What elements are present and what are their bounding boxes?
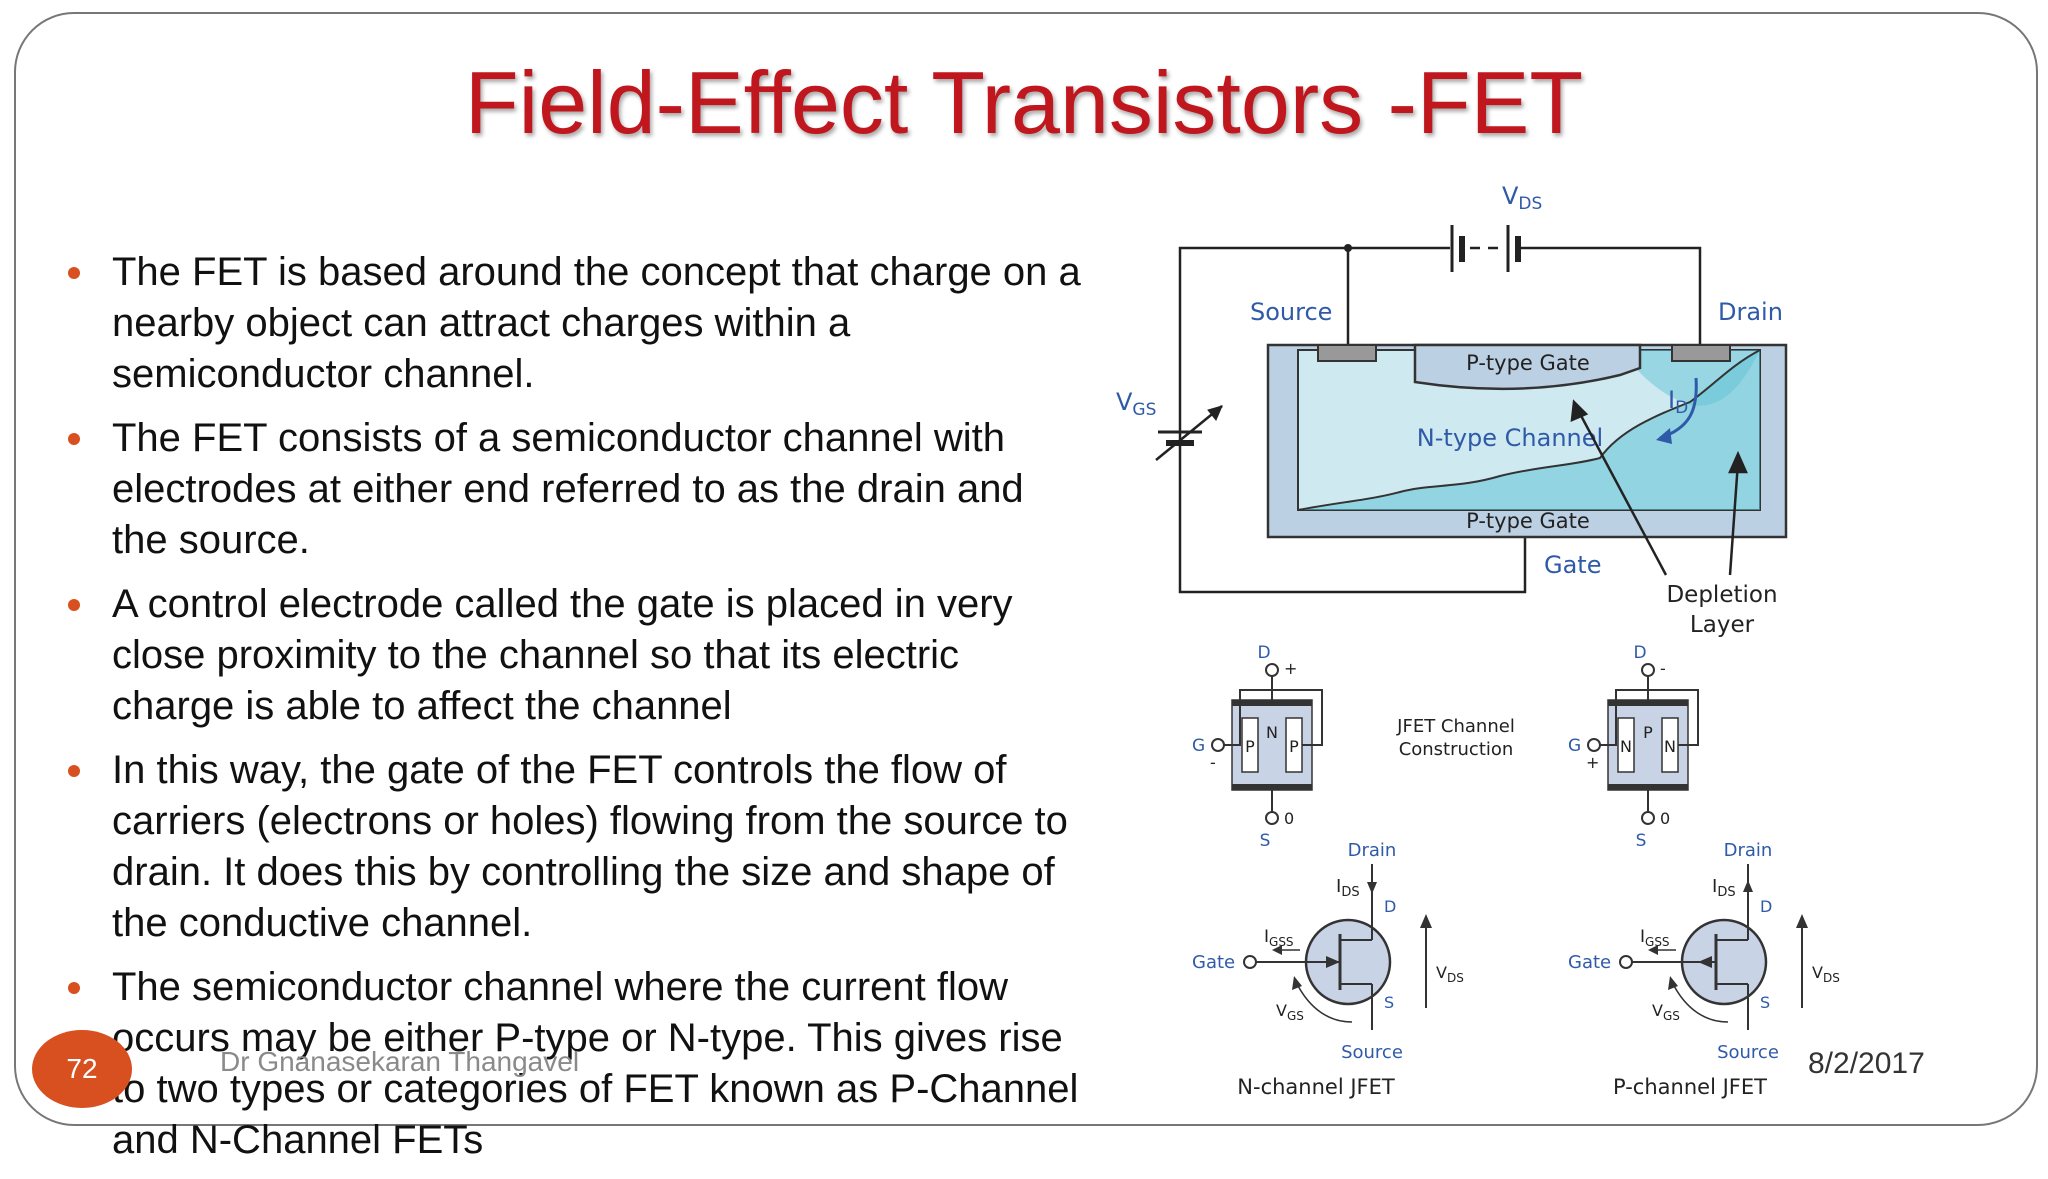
jfet-caption-line2: Construction — [1399, 739, 1514, 760]
bullet-item: A control electrode called the gate is p… — [60, 579, 1090, 732]
svg-text:-: - — [1210, 753, 1216, 772]
depletion-label-line2: Layer — [1690, 612, 1755, 638]
bullet-text: The FET consists of a semiconductor chan… — [112, 416, 1024, 562]
p-type-gate-top — [1413, 343, 1642, 391]
p-type-gate-bottom-label: P-type Gate — [1466, 509, 1590, 533]
svg-text:S: S — [1636, 831, 1647, 851]
n-channel-caption: N-channel JFET — [1237, 1075, 1395, 1099]
svg-text:VGS: VGS — [1652, 1001, 1680, 1023]
bullet-list: The FET is based around the concept that… — [60, 247, 1090, 1179]
svg-text:IGSS: IGSS — [1640, 927, 1670, 949]
svg-text:Source: Source — [1717, 1042, 1779, 1063]
bullet-text: A control electrode called the gate is p… — [112, 582, 1013, 728]
svg-text:N: N — [1664, 737, 1676, 756]
depletion-region-right — [1620, 350, 1760, 406]
bullet-dot-icon — [68, 599, 80, 611]
source-contact — [1317, 344, 1377, 362]
svg-text:Drain: Drain — [1348, 840, 1397, 861]
vds-label: VDS — [1502, 182, 1542, 214]
depletion-region-bottom — [1298, 350, 1760, 510]
p-type-gate-top-label: P-type Gate — [1466, 351, 1590, 375]
svg-text:N: N — [1266, 723, 1278, 742]
svg-text:S: S — [1384, 993, 1394, 1012]
bullet-text: In this way, the gate of the FET control… — [112, 748, 1068, 945]
svg-text:0: 0 — [1284, 809, 1294, 828]
svg-text:Gate: Gate — [1568, 952, 1611, 973]
svg-text:P: P — [1245, 737, 1255, 756]
svg-text:0: 0 — [1660, 809, 1670, 828]
svg-text:Source: Source — [1341, 1042, 1403, 1063]
svg-text:VDS: VDS — [1436, 963, 1464, 985]
svg-text:IDS: IDS — [1336, 876, 1360, 900]
svg-text:IDS: IDS — [1712, 876, 1736, 900]
svg-text:D: D — [1384, 897, 1396, 916]
svg-text:P: P — [1289, 737, 1299, 756]
p-channel-jfet-symbol: Drain IDS D Gate IGSS S Source VDS VGS P… — [1568, 840, 1840, 1099]
page-number-badge: 72 — [32, 1030, 132, 1108]
svg-text:VDS: VDS — [1812, 963, 1840, 985]
svg-text:G: G — [1192, 736, 1205, 756]
vgs-battery-icon — [1155, 405, 1223, 461]
n-channel-jfet-symbol: Drain IDS D Gate IGSS S Source VDS VGS N… — [1192, 840, 1464, 1099]
footer-author: Dr Gnanasekaran Thangavel — [220, 1046, 580, 1077]
vds-battery-icon — [1450, 225, 1521, 272]
svg-text:Gate: Gate — [1192, 952, 1235, 973]
bullet-dot-icon — [68, 433, 80, 445]
bullet-item: The FET is based around the concept that… — [60, 247, 1090, 400]
drain-label: Drain — [1718, 298, 1783, 326]
svg-text:+: + — [1586, 753, 1599, 772]
svg-text:Drain: Drain — [1724, 840, 1773, 861]
bullet-dot-icon — [68, 765, 80, 777]
p-channel-caption: P-channel JFET — [1613, 1075, 1767, 1099]
jfet-caption-line1: JFET Channel — [1396, 716, 1515, 737]
svg-text:S: S — [1760, 993, 1770, 1012]
svg-text:D: D — [1760, 897, 1772, 916]
svg-text:D: D — [1257, 643, 1270, 663]
svg-text:N: N — [1620, 737, 1632, 756]
slide-title: Field-Effect Transistors -FET — [464, 53, 1584, 152]
source-label: Source — [1250, 298, 1332, 326]
id-label: ID — [1668, 386, 1688, 418]
bullet-item: The FET consists of a semiconductor chan… — [60, 413, 1090, 566]
gate-label: Gate — [1544, 551, 1601, 579]
svg-text:S: S — [1260, 831, 1271, 851]
svg-text:IGSS: IGSS — [1264, 927, 1294, 949]
jfet-diagram: VDS VGS P-type Gate Source Drain N-type … — [1116, 182, 1840, 1099]
bullet-dot-icon — [68, 267, 80, 279]
svg-text:D: D — [1633, 643, 1646, 663]
bullet-text: The FET is based around the concept that… — [112, 250, 1081, 396]
svg-text:G: G — [1568, 736, 1581, 756]
svg-text:VGS: VGS — [1276, 1001, 1304, 1023]
bullet-dot-icon — [68, 982, 80, 994]
footer-date: 8/2/2017 — [1808, 1047, 1925, 1080]
jfet-circuit — [1178, 246, 1702, 594]
p-channel-structure: D - N P N G + 0 S — [1568, 643, 1699, 851]
svg-text:-: - — [1660, 659, 1666, 678]
n-channel-structure: D + P N P G - 0 S — [1192, 643, 1323, 851]
depletion-pointer-arrows — [1570, 399, 1748, 576]
vgs-label: VGS — [1116, 388, 1156, 420]
drain-contact — [1671, 344, 1731, 362]
bullet-item: In this way, the gate of the FET control… — [60, 745, 1090, 949]
svg-text:+: + — [1284, 659, 1297, 678]
junction-dot-icon — [1344, 244, 1352, 252]
n-type-channel-label: N-type Channel — [1417, 424, 1603, 452]
depletion-label-line1: Depletion — [1666, 582, 1777, 608]
svg-text:P: P — [1643, 723, 1653, 742]
